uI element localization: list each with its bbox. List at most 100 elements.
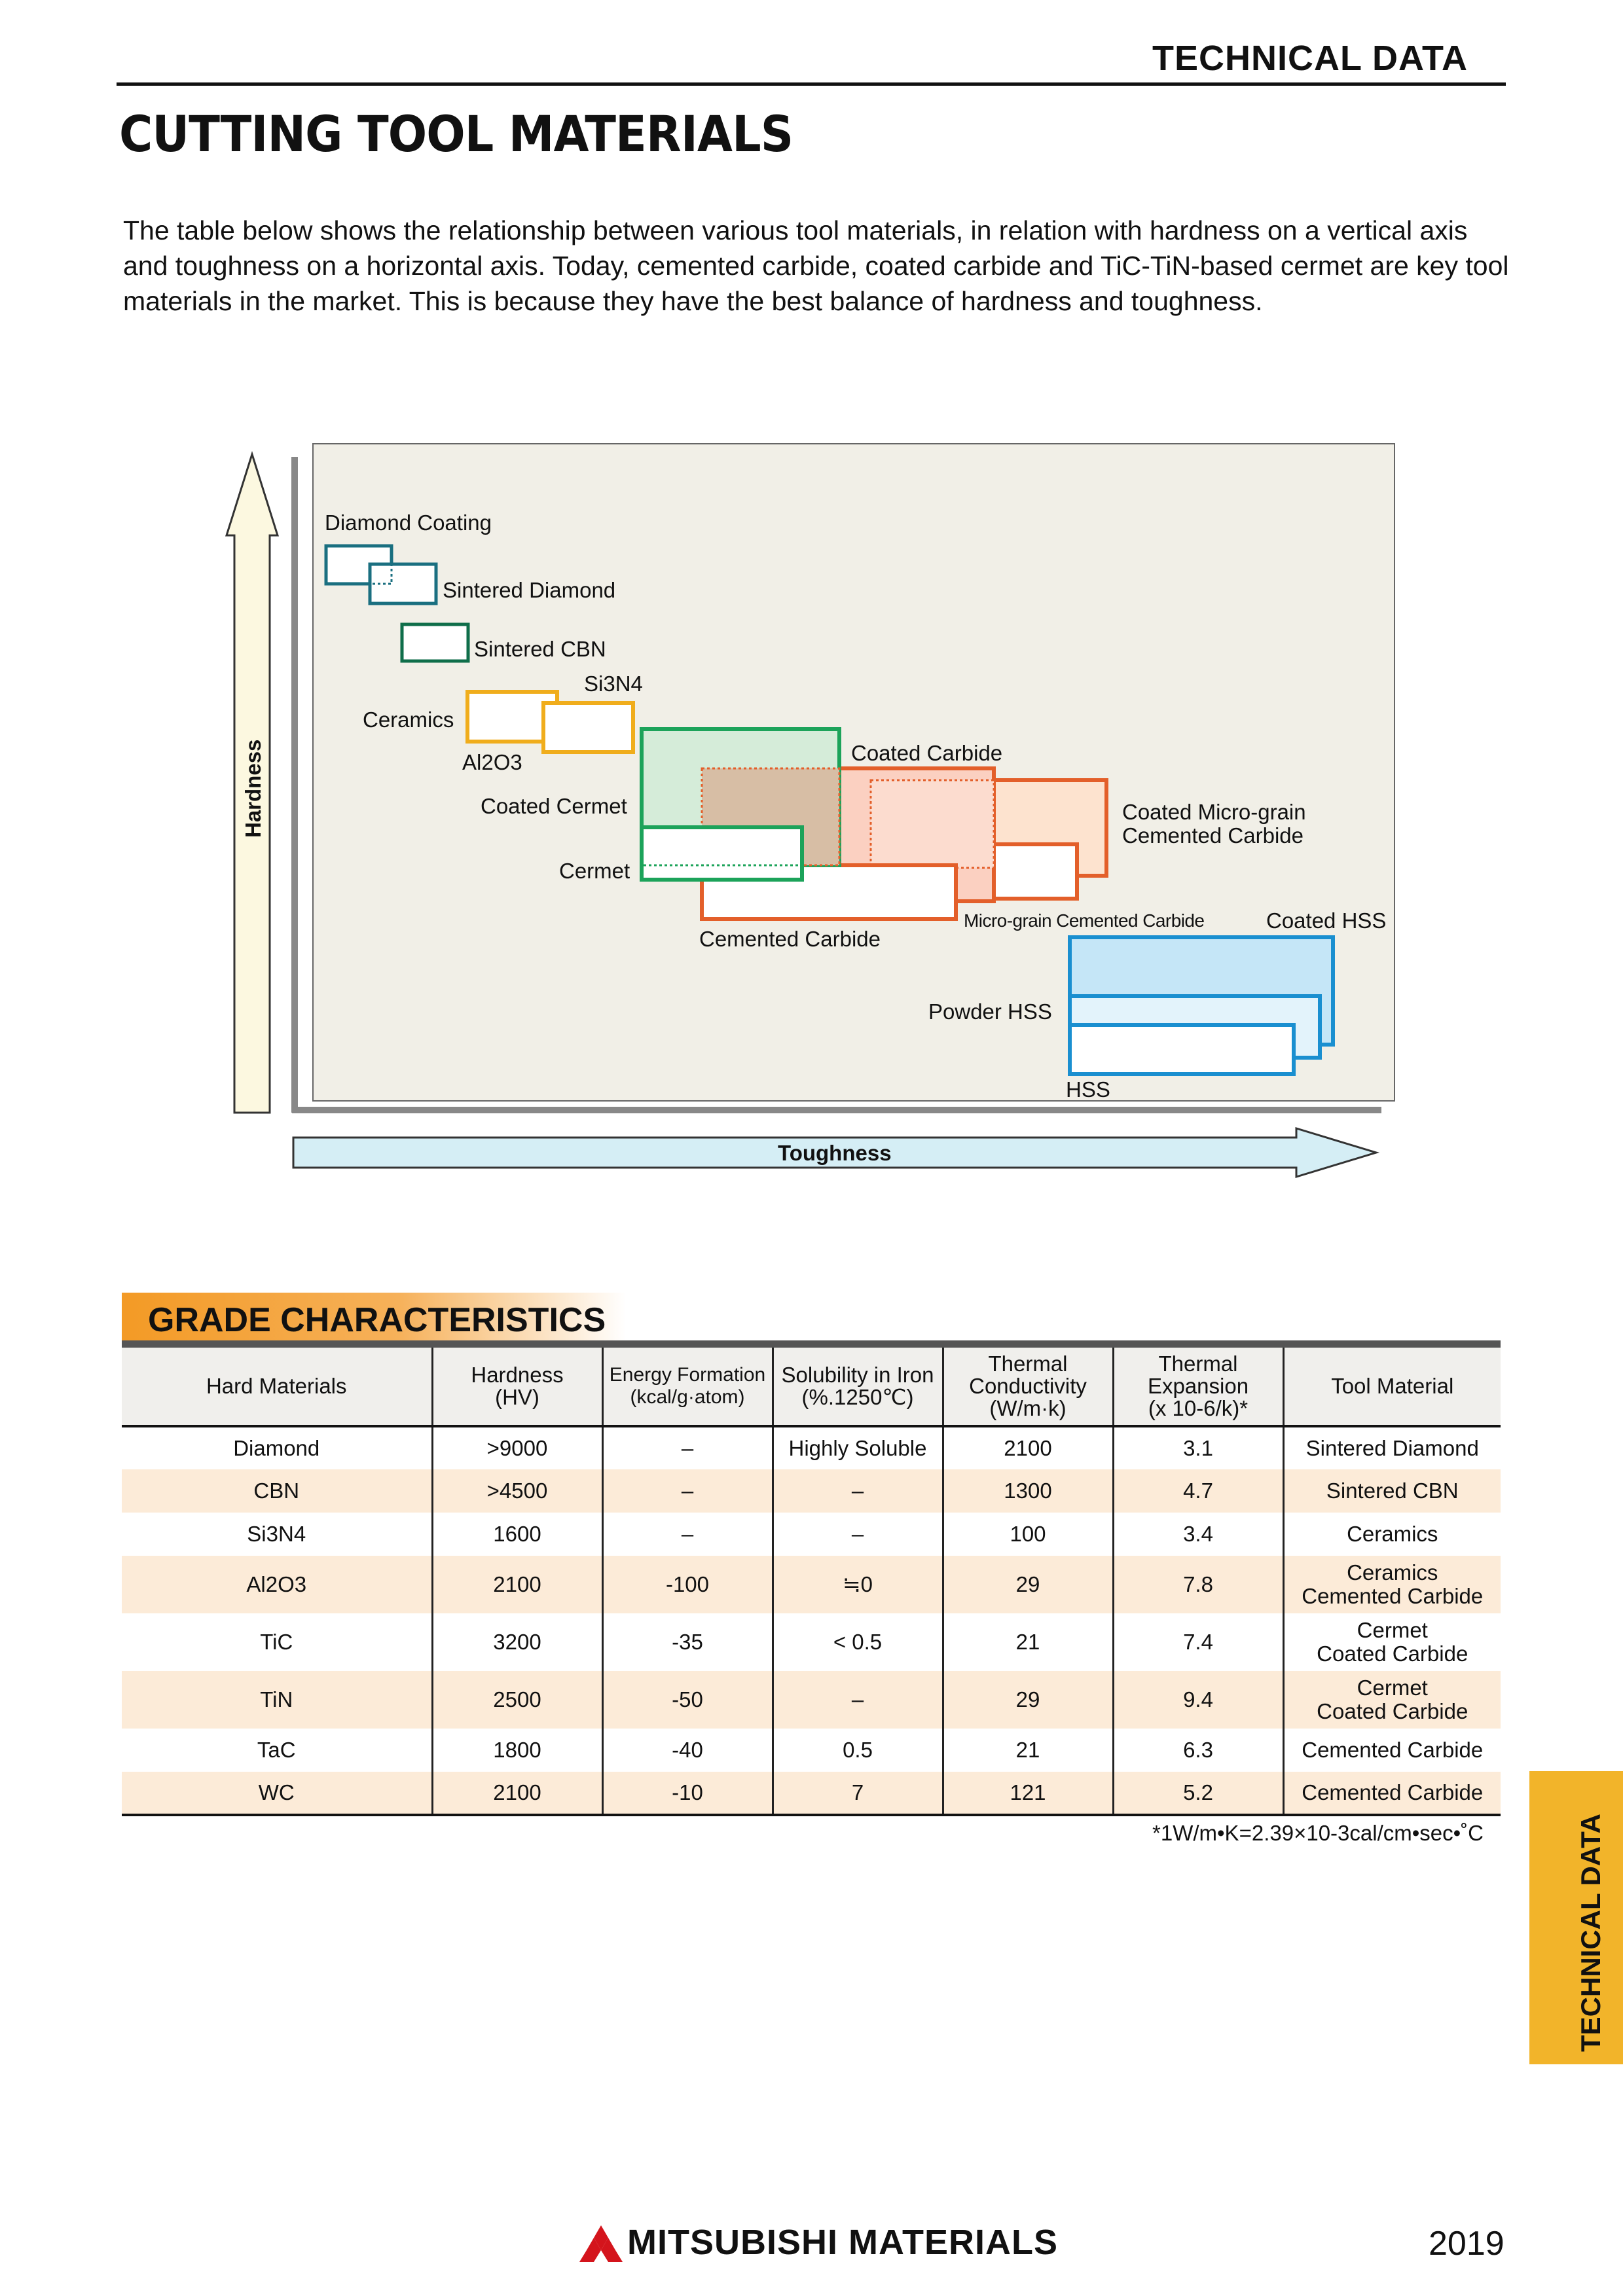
page-title: CUTTING TOOL MATERIALS [119,105,793,163]
page-number: 2019 [1429,2225,1504,2263]
coated-carbide-inner [869,779,995,869]
cell-energy: – [601,1426,773,1469]
coated-micro-grain-label-1: Coated Micro-grain [1122,800,1306,824]
side-tab-label: TECHNICAL DATA [1575,1814,1606,2052]
section-header: TECHNICAL DATA [1152,39,1468,78]
cell-hardness: 3200 [431,1613,602,1671]
hss-label: HSS [1066,1077,1110,1102]
cell-solubility: Highly Soluble [771,1426,943,1469]
diamond-overlap [369,563,393,585]
cell-solubility: – [771,1469,943,1513]
table-header-row: Hard Materials Hardness(HV) Energy Forma… [122,1348,1501,1427]
hardness-arrow [225,451,280,1114]
intro-paragraph: The table below shows the relationship b… [123,215,1509,316]
coated-micro-grain-label-2: Cemented Carbide [1122,823,1304,848]
cell-conductivity: 29 [941,1671,1113,1729]
cell-hardness: 1800 [431,1729,602,1772]
cell-expansion: 6.3 [1112,1729,1283,1772]
cell-tool-material: Cemented Carbide [1282,1729,1501,1772]
cell-tool-material: Ceramics [1282,1513,1501,1556]
cell-hardness: 2500 [431,1671,602,1729]
header-rule [117,82,1506,86]
mitsubishi-logo-icon [579,2225,623,2262]
cell-material: Al2O3 [122,1556,432,1613]
table-row: Si3N4 1600 – – 100 3.4 Ceramics [122,1513,1501,1556]
cell-hardness: 2100 [431,1556,602,1613]
cell-energy: -40 [601,1729,773,1772]
cell-material: TaC [257,1738,296,1762]
cell-hardness: >4500 [431,1469,602,1513]
sintered-cbn-label: Sintered CBN [474,637,606,661]
ceramics-label: Ceramics [363,708,454,732]
cell-expansion: 9.4 [1112,1671,1283,1729]
table-row: TaC 1800 -40 0.5 21 6.3 Cemented Carbide [122,1729,1501,1772]
sintered-diamond-label: Sintered Diamond [443,578,615,602]
cell-solubility: – [771,1513,943,1556]
cell-energy: -10 [601,1772,773,1816]
cell-expansion: 4.7 [1112,1469,1283,1513]
al2o3-label: Al2O3 [462,750,522,774]
cell-conductivity: 121 [941,1772,1113,1816]
toughness-axis-label: Toughness [778,1141,892,1165]
footer-brand: MITSUBISHI MATERIALS [627,2223,1058,2262]
cell-hardness: 1600 [431,1513,602,1556]
hss-box [1068,1023,1296,1076]
table-row: WC 2100 -10 7 121 5.2 Cemented Carbide [122,1772,1501,1816]
cermet-box [640,825,804,882]
cell-expansion: 3.1 [1112,1426,1283,1469]
hardness-toughness-diagram: Hardness Toughness Diamond Coating Sinte… [225,443,1395,1179]
col-hardness: Hardness(HV) [431,1348,602,1427]
grade-title: GRADE CHARACTERISTICS [148,1301,606,1339]
cell-material: Si3N4 [247,1522,306,1546]
si3n4-box [541,701,635,754]
cell-energy: – [601,1513,773,1556]
cermet-label: Cermet [559,859,630,883]
hardness-axis-label: Hardness [241,740,265,838]
col-tool-material: Tool Material [1282,1348,1501,1427]
cell-energy: -100 [601,1556,773,1613]
cell-conductivity: 2100 [941,1426,1113,1469]
coated-cermet-label: Coated Cermet [481,794,627,818]
cell-solubility: – [771,1671,943,1729]
cell-expansion: 3.4 [1112,1513,1283,1556]
cell-tool-material: Sintered Diamond [1282,1426,1501,1469]
cell-energy: – [601,1469,773,1513]
col-energy-formation: Energy Formation(kcal/g·atom) [601,1348,773,1427]
cell-hardness: 2100 [431,1772,602,1816]
sintered-cbn-box [400,622,470,663]
cell-expansion: 7.8 [1112,1556,1283,1613]
cell-hardness: >9000 [431,1426,602,1469]
grade-characteristics-table: Hard Materials Hardness(HV) Energy Forma… [122,1348,1501,1816]
table-row: Diamond >9000 – Highly Soluble 2100 3.1 … [122,1426,1501,1469]
micro-grain-label: Micro-grain Cemented Carbide [964,910,1205,931]
grade-title-band [122,1293,626,1346]
cell-material: CBN [122,1469,432,1513]
grade-title-rule [122,1340,1501,1348]
cell-tool-material: Cemented Carbide [1282,1772,1501,1816]
cell-expansion: 7.4 [1112,1613,1283,1671]
powder-hss-label: Powder HSS [928,999,1052,1024]
diamond-coating-label: Diamond Coating [325,511,492,535]
cell-conductivity: 21 [941,1613,1113,1671]
cell-solubility: < 0.5 [771,1613,943,1671]
col-hard-materials: Hard Materials [122,1348,432,1427]
side-tab-notch [1584,1949,1623,2064]
si3n4-label: Si3N4 [584,672,643,696]
cell-energy: -35 [601,1613,773,1671]
table-row: CBN >4500 – – 1300 4.7 Sintered CBN [122,1469,1501,1513]
cell-conductivity: 21 [941,1729,1113,1772]
coated-hss-label: Coated HSS [1266,908,1386,933]
cell-energy: -50 [601,1671,773,1729]
table-footnote: *1W/m•K=2.39×10-3cal/cm•sec•˚C [1152,1821,1484,1845]
col-solubility: Solubility in Iron(%.1250℃) [771,1348,943,1427]
cell-expansion: 5.2 [1112,1772,1283,1816]
cell-material: Diamond [233,1436,320,1460]
